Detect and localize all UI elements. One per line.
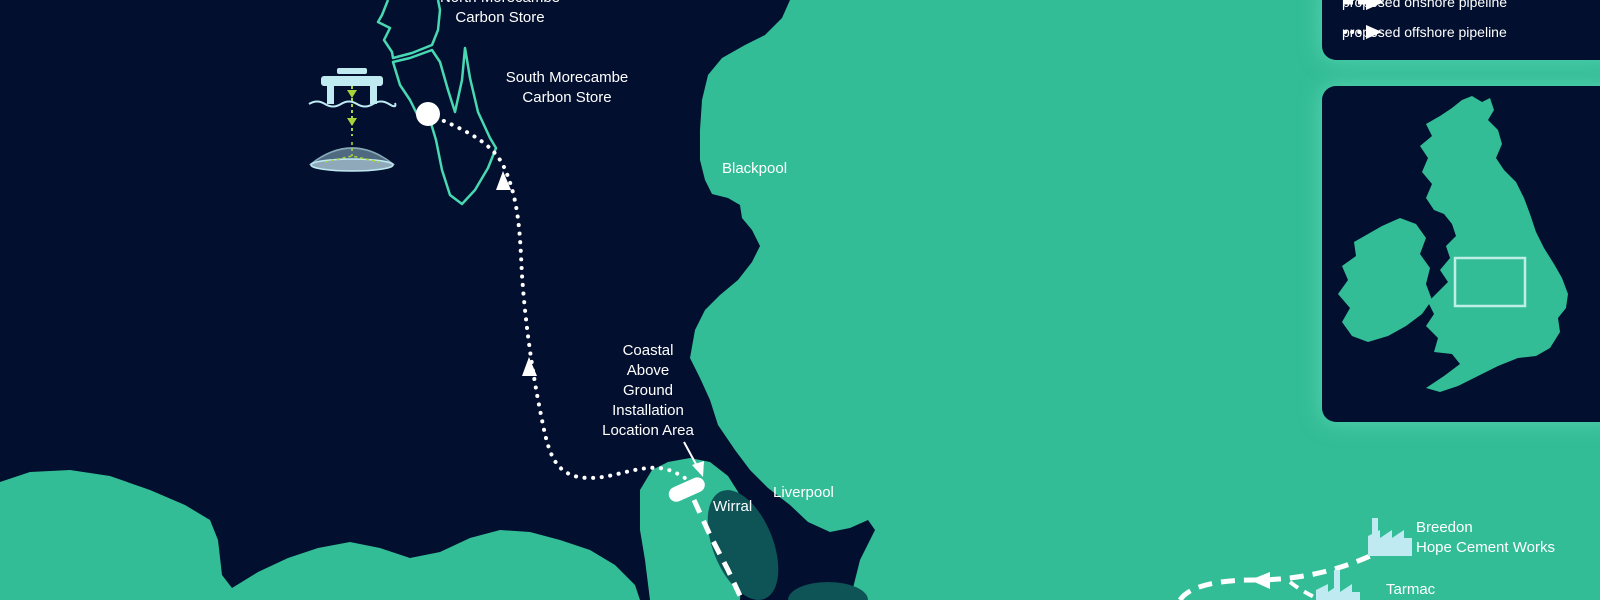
legend-offshore-label: proposed offshore pipeline xyxy=(1342,24,1507,40)
dashed-arrow-icon xyxy=(1344,0,1384,10)
dee-estuary xyxy=(707,490,779,600)
label-line: Carbon Store xyxy=(522,89,612,106)
label-line: Carbon Store xyxy=(455,9,545,26)
label-tarmac: Tarmac xyxy=(1386,581,1436,598)
inset-focus-box xyxy=(1453,256,1527,308)
label-line: Ground xyxy=(622,382,674,399)
offshore-arrowhead-upper xyxy=(496,171,511,190)
agi-pointer-head xyxy=(692,461,704,477)
offshore-pipeline xyxy=(426,112,687,481)
reservoir-dome-icon xyxy=(308,142,396,172)
label-line: Breedon xyxy=(1416,519,1473,536)
onshore-pipeline-wirral xyxy=(691,498,745,600)
uk-inset-map xyxy=(1338,96,1568,392)
dotted-arrow-icon xyxy=(1343,25,1382,39)
mersey-estuary xyxy=(788,582,868,600)
label-line: South Morecambe xyxy=(505,69,629,86)
north-morecambe-outline xyxy=(376,0,442,60)
label-line: Coastal xyxy=(622,342,674,359)
label-line: Location Area xyxy=(602,422,694,439)
offshore-arrowhead-lower xyxy=(522,357,537,376)
offshore-platform-icon xyxy=(308,68,397,136)
legend-onshore: proposed onshore pipeline xyxy=(1342,0,1507,12)
label-line: Hope Cement Works xyxy=(1416,539,1555,556)
label-wirral: Wirral xyxy=(713,498,753,515)
label-coastal-agi: Coastal Above Ground Installation Locati… xyxy=(588,341,708,441)
factory-icon xyxy=(1368,518,1412,556)
legend-offshore: proposed offshore pipeline xyxy=(1342,22,1507,42)
ireland-shape xyxy=(1338,218,1432,342)
label-south-morecambe: South Morecambe Carbon Store xyxy=(494,68,640,108)
onshore-pipeline-tarmac xyxy=(1288,580,1321,600)
factory-icon xyxy=(1316,570,1360,600)
great-britain-shape xyxy=(1420,96,1568,392)
legend-onshore-label: proposed onshore pipeline xyxy=(1342,0,1508,10)
label-north-morecambe: North Morecambe Carbon Store xyxy=(430,0,570,28)
label-line: Installation xyxy=(612,402,684,419)
label-breedon: Breedon Hope Cement Works xyxy=(1416,518,1555,558)
coastal-agi-marker xyxy=(668,477,705,502)
label-line: North Morecambe xyxy=(430,0,570,8)
uk-inset-panel xyxy=(1322,86,1600,422)
injection-point xyxy=(416,102,440,126)
label-line: Above xyxy=(626,362,670,379)
wales-landmass xyxy=(0,470,640,600)
label-liverpool: Liverpool xyxy=(773,484,834,501)
onshore-arrowhead-east xyxy=(1250,572,1270,589)
agi-pointer-line xyxy=(683,441,698,467)
legend-panel: proposed onshore pipeline proposed offsh… xyxy=(1322,0,1600,60)
label-blackpool: Blackpool xyxy=(722,160,788,177)
